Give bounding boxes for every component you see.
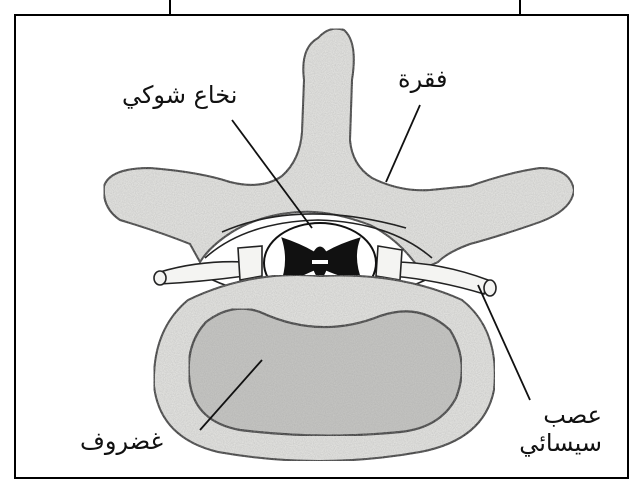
label-nerve-line2: سيسائي [502,430,602,458]
ganglion-right [376,246,402,280]
label-vertebra: فقرة [398,66,447,94]
frame-top-tab [170,0,520,15]
label-nerve-line1: عصب [502,402,602,430]
label-cartilage: غضروف [80,428,163,456]
label-nerve: عصب سيسائي [502,402,602,457]
label-spinal-cord: نخاع شوكي [122,82,237,110]
ganglion-left [238,246,262,280]
nerve-left-end [154,271,166,285]
central-canal [312,260,328,264]
disc-inner [189,309,462,436]
nerve-right-end [484,280,496,296]
